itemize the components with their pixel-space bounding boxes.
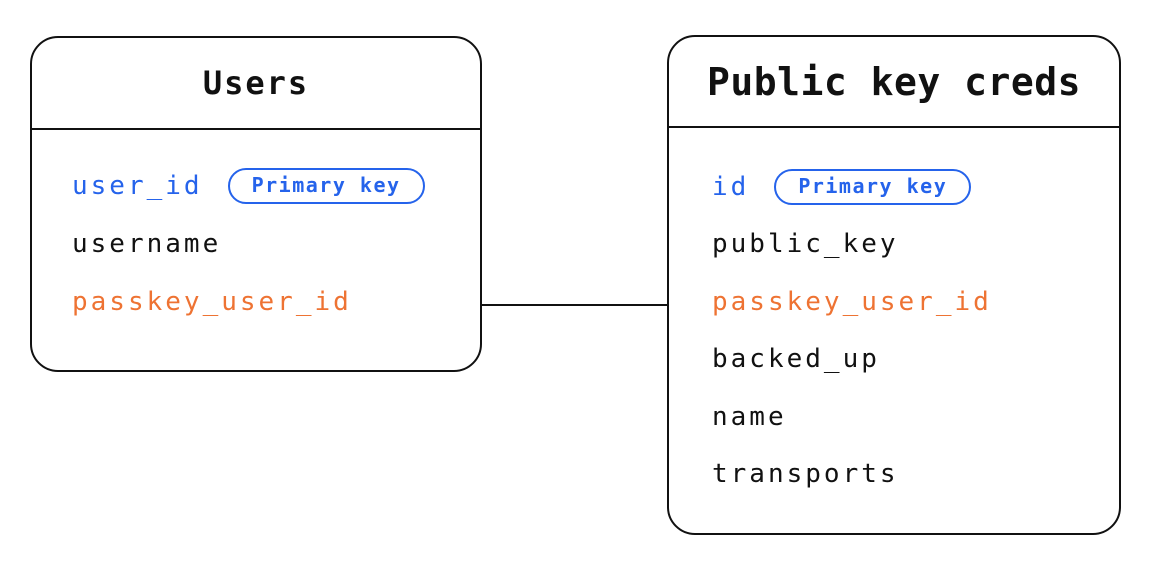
primary-key-badge: Primary key	[774, 168, 972, 205]
field-row-passkey-user-id: passkey_user_id	[72, 273, 480, 331]
public-key-creds-table-fields: id Primary key public_key passkey_user_i…	[669, 128, 1119, 503]
public-key-creds-table-card: Public key creds id Primary key public_k…	[667, 35, 1121, 535]
field-row-user-id: user_id Primary key	[72, 157, 480, 215]
field-name-backed-up: backed_up	[712, 344, 880, 375]
field-row-username: username	[72, 215, 480, 273]
public-key-creds-table-header: Public key creds	[669, 37, 1119, 128]
field-row-id: id Primary key	[712, 158, 1119, 216]
field-row-name: name	[712, 388, 1119, 446]
field-name-passkey-user-id: passkey_user_id	[712, 286, 992, 317]
field-row-public-key: public_key	[712, 216, 1119, 274]
users-table-card: Users user_id Primary key username passk…	[30, 36, 482, 372]
field-name-transports: transports	[712, 459, 899, 490]
users-table-fields: user_id Primary key username passkey_use…	[32, 130, 480, 331]
field-row-passkey-user-id: passkey_user_id	[712, 273, 1119, 331]
field-name-user-id: user_id	[72, 171, 203, 201]
users-table-title: Users	[202, 64, 310, 102]
relationship-line	[482, 304, 667, 306]
field-name-name: name	[712, 401, 787, 432]
users-table-header: Users	[32, 38, 480, 130]
field-name-passkey-user-id: passkey_user_id	[72, 287, 352, 317]
field-name-public-key: public_key	[712, 229, 899, 260]
public-key-creds-table-title: Public key creds	[706, 59, 1082, 104]
primary-key-badge: Primary key	[227, 168, 425, 204]
field-row-backed-up: backed_up	[712, 331, 1119, 389]
field-name-username: username	[72, 229, 222, 259]
field-name-id: id	[712, 171, 750, 202]
field-row-transports: transports	[712, 446, 1119, 504]
